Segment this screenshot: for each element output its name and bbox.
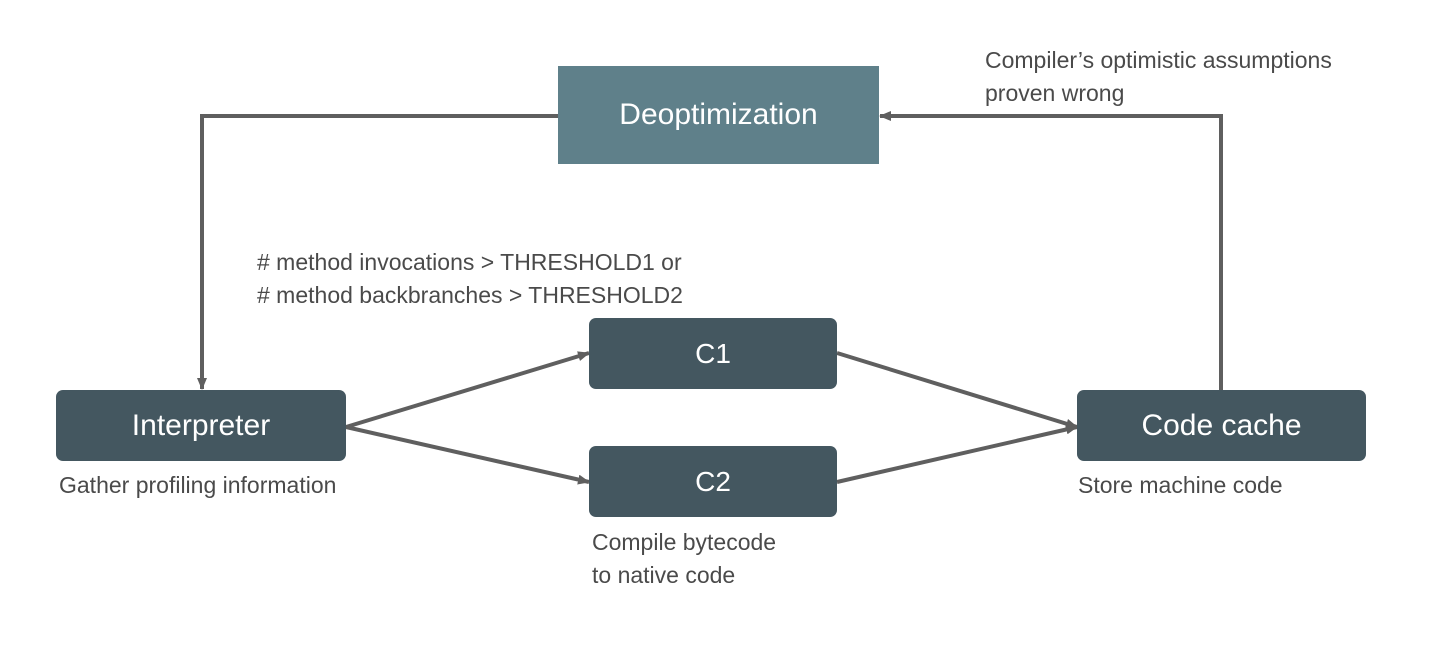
deoptimization-node: Deoptimization bbox=[558, 66, 879, 164]
arrow-interpreter-to-c1 bbox=[345, 351, 590, 429]
c2-node: C2 bbox=[589, 446, 837, 517]
arrow-interpreter-to-c2 bbox=[345, 425, 590, 485]
deopt-reason-line-1: Compiler’s optimistic assumptions bbox=[985, 47, 1332, 73]
arrow-codecache-to-deopt bbox=[879, 111, 1223, 391]
interpreter-label: Interpreter bbox=[131, 408, 271, 442]
interpreter-note: Gather profiling information bbox=[59, 472, 337, 498]
code-cache-node: Code cache bbox=[1077, 390, 1366, 461]
threshold-line-2: # method backbranches > THRESHOLD2 bbox=[257, 282, 683, 308]
cache-note: Store machine code bbox=[1078, 472, 1283, 498]
interpreter-node: Interpreter bbox=[56, 390, 346, 461]
deopt-reason-annotation: Compiler’s optimistic assumptions proven… bbox=[985, 44, 1332, 110]
arrow-c1-to-codecache bbox=[836, 351, 1078, 429]
threshold-annotation: # method invocations > THRESHOLD1 or # m… bbox=[257, 246, 683, 312]
arrow-c2-to-codecache bbox=[836, 424, 1078, 484]
c2-label: C2 bbox=[695, 465, 731, 497]
compile-note-line-2: to native code bbox=[592, 562, 736, 588]
deoptimization-label: Deoptimization bbox=[619, 98, 818, 131]
threshold-line-1: # method invocations > THRESHOLD1 or bbox=[257, 249, 682, 275]
deopt-reason-line-2: proven wrong bbox=[985, 80, 1125, 106]
arrow-deopt-to-interpreter bbox=[197, 114, 560, 390]
compile-note: Compile bytecode to native code bbox=[592, 526, 776, 592]
code-cache-label: Code cache bbox=[1141, 408, 1302, 442]
c1-label: C1 bbox=[695, 337, 731, 369]
c1-node: C1 bbox=[589, 318, 837, 389]
compile-note-line-1: Compile bytecode bbox=[592, 529, 777, 555]
